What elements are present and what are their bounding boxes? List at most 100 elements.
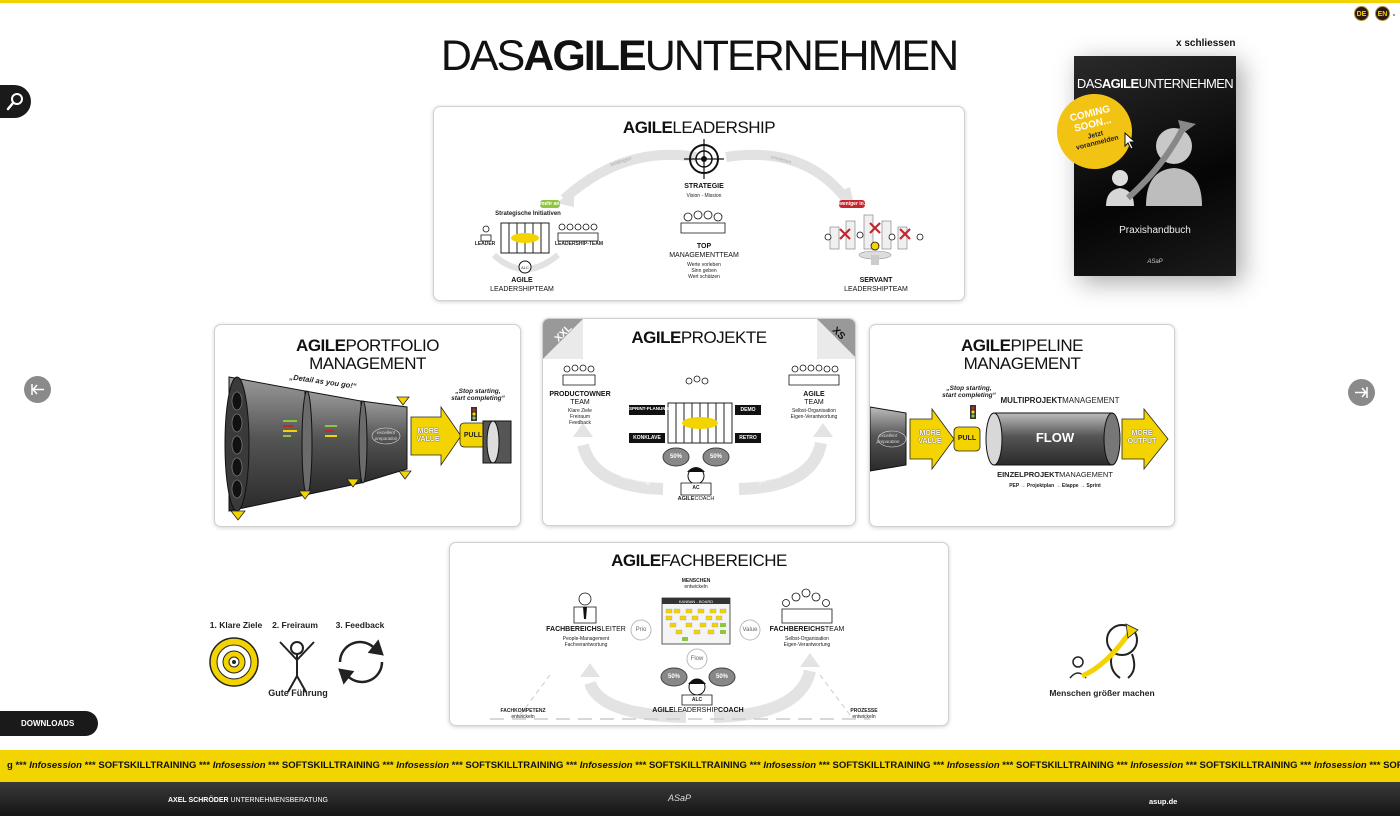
pipeline-flow-label: FLOW bbox=[1035, 430, 1075, 445]
language-en-button[interactable]: EN bbox=[1375, 6, 1390, 21]
book-logo: ASaP bbox=[1147, 259, 1163, 265]
pipeline-graphic bbox=[870, 405, 1169, 472]
ticker-item-softskilltraining: *** SOFTSKILLTRAINING *** bbox=[816, 760, 947, 771]
strategische-initiativen-label: Strategische Initiativen bbox=[495, 211, 561, 217]
card-title-portfolio-2: MANAGEMENT bbox=[309, 354, 426, 373]
pipeline-more-output-1: MORE bbox=[1131, 430, 1153, 437]
weniger-badge: weniger in... bbox=[839, 201, 868, 207]
fachkompetenz-label: FACHKOMPETENZ bbox=[500, 708, 546, 714]
footer-logo: ASaP bbox=[668, 793, 692, 803]
prozesse-label: PROZESSE bbox=[850, 708, 878, 714]
prio-label: Prio bbox=[635, 627, 647, 633]
ticker-item-infosession: Infosession bbox=[763, 760, 817, 771]
panel-gute-fuehrung[interactable]: 1. Klare Ziele 2. Freiraum 3. Feedback G… bbox=[200, 618, 400, 702]
target-icon bbox=[209, 637, 259, 687]
projekte-graphic bbox=[543, 319, 855, 496]
sprint-planung-label: SPRINT-PLANUNG bbox=[629, 406, 670, 411]
leiter-sub-1: People-Management bbox=[562, 636, 610, 642]
demo-label: DEMO bbox=[740, 407, 756, 413]
konklave-label: KONKLAVE bbox=[633, 435, 661, 441]
agile-leadership-coach-label: AGILELEADERSHIPCOACH bbox=[652, 707, 744, 714]
page-title: DASAGILEUNTERNEHMEN bbox=[436, 32, 962, 80]
portfolio-pull-label: PULL bbox=[463, 432, 483, 439]
next-button[interactable] bbox=[1348, 379, 1375, 406]
fach-alc-label: ALC bbox=[691, 697, 703, 703]
productowner-label: PRODUCTOWNER bbox=[549, 391, 611, 398]
pipeline-excellent-label: excellent preparation bbox=[876, 433, 900, 444]
card-agile-leadership[interactable]: AGILELEADERSHIP bbox=[433, 106, 965, 301]
team-sub-2: Eigen-Verantwortung bbox=[783, 642, 831, 648]
portfolio-value-label: VALUE bbox=[416, 436, 440, 443]
language-dot bbox=[1393, 14, 1395, 16]
pipeline-pull-label: PULL bbox=[957, 435, 977, 442]
po-sub-2: Freiraum bbox=[569, 414, 590, 420]
retro-label: RETRO bbox=[739, 435, 757, 441]
card-agile-fachbereiche[interactable]: AGILEFACHBEREICHE MENSCHEN bbox=[449, 542, 949, 726]
ticker-item-softskilltraining: *** SOFTSKILLTRAINING *** bbox=[265, 760, 397, 771]
search-button[interactable] bbox=[0, 85, 31, 118]
value-label: Value bbox=[742, 627, 758, 633]
prev-button[interactable] bbox=[24, 376, 51, 403]
top-sub-3: Wert schätzen bbox=[688, 274, 720, 280]
card-title-fachbereiche: AGILEFACHBEREICHE bbox=[611, 551, 787, 570]
projekte-pct-1: 50% bbox=[669, 454, 682, 460]
feedback-label: 3. Feedback bbox=[335, 620, 385, 630]
ticker-lead: g *** bbox=[7, 760, 30, 771]
arrow-left-bar-icon bbox=[31, 384, 44, 395]
feedback-cycle-icon bbox=[338, 639, 384, 685]
einzelprojekt-label: EINZELPROJEKTMANAGEMENT bbox=[997, 470, 1113, 479]
fach-pct-2: 50% bbox=[715, 674, 728, 680]
strategie-sub: Vision - Mission bbox=[686, 193, 722, 199]
book-title: DASAGILEUNTERNEHMEN bbox=[1076, 76, 1234, 91]
leiter-sub-2: Fachverantwortung bbox=[564, 642, 608, 648]
gute-fuehrung-caption: Gute Führung bbox=[268, 688, 328, 698]
fachbereichsleiter-label: FACHBEREICHSLEITER bbox=[546, 626, 626, 633]
po-sub-1: Klare Ziele bbox=[568, 408, 592, 414]
ticker-item-softskilltraining: *** SOFTSKILLTRAINING *** bbox=[632, 760, 764, 771]
ticker-item-softskilltraining: *** SOFTSKILLTRAINING *** bbox=[999, 760, 1131, 771]
portfolio-quote-stop-1: „Stop starting, bbox=[455, 388, 501, 395]
ticker-item-softskilltraining: *** SOFTSKILLTRAINING *** bbox=[1183, 760, 1314, 771]
team-sub-1: Selbst-Organisation bbox=[785, 636, 829, 642]
ac-label: AC bbox=[692, 485, 700, 491]
ticker-item-infosession: Infosession bbox=[29, 760, 82, 771]
panel-menschen-groesser[interactable]: Menschen größer machen bbox=[1042, 618, 1162, 702]
flow-label: Flow bbox=[690, 656, 704, 662]
ticker-item-infosession: Infosession bbox=[396, 760, 450, 771]
language-de-button[interactable]: DE bbox=[1354, 6, 1369, 21]
prozesse-sub: entwickeln bbox=[852, 714, 876, 720]
fachbereichsteam-label: FACHBEREICHSTEAM bbox=[769, 626, 845, 633]
fachkompetenz-sub: entwickeln bbox=[511, 714, 535, 720]
top-sub-1: Werte vorleben bbox=[687, 262, 721, 268]
card-agile-pipeline-management[interactable]: AGILEPIPELINE MANAGEMENT „Stop starting,… bbox=[869, 324, 1175, 527]
news-ticker[interactable]: g *** Infosession *** SOFTSKILLTRAINING … bbox=[0, 750, 1400, 782]
strategie-label: STRATEGIE bbox=[684, 183, 724, 190]
ticker-item-infosession: Infosession bbox=[212, 760, 266, 771]
card-title-pipeline-2: MANAGEMENT bbox=[963, 354, 1081, 373]
mehr-badge: mehr an... bbox=[540, 201, 564, 207]
cursor-pointer-icon bbox=[1124, 132, 1137, 150]
book-figure-icon bbox=[1106, 120, 1202, 206]
search-icon bbox=[6, 93, 23, 111]
ticker-item-infosession: Infosession bbox=[1130, 760, 1184, 771]
card-agile-projekte[interactable]: AGILEPROJEKTE XXL XS PRODUCTOWNER TEAM bbox=[542, 318, 856, 526]
portfolio-funnel-graphic bbox=[224, 376, 512, 521]
close-promo-button[interactable]: x schliessen bbox=[1176, 38, 1236, 49]
card-agile-portfolio-management[interactable]: AGILEPORTFOLIO MANAGEMENT bbox=[214, 324, 521, 527]
menschen-sub: entwickeln bbox=[684, 584, 708, 590]
ticker-item-infosession: Infosession bbox=[1313, 760, 1367, 771]
servant-leadershipteam-sub: LEADERSHIPTEAM bbox=[844, 286, 908, 293]
footer: AXEL SCHRÖDER UNTERNEHMENSBERATUNG ASaP … bbox=[0, 782, 1400, 816]
leader-label: LEADER bbox=[474, 241, 496, 247]
card-title-leadership: AGILELEADERSHIP bbox=[622, 118, 776, 137]
projekte-agile-sub-1: Selbst-Organisation bbox=[792, 408, 836, 414]
arrow-right-bar-icon bbox=[1355, 387, 1368, 398]
menschen-groesser-icon bbox=[1069, 623, 1139, 679]
footer-website-link[interactable]: asup.de bbox=[1149, 797, 1178, 806]
alc-label: ALC bbox=[521, 265, 529, 270]
pipeline-more-label: MORE bbox=[919, 430, 941, 437]
downloads-button[interactable]: DOWNLOADS bbox=[0, 711, 98, 736]
ticker-item-infosession: Infosession bbox=[579, 760, 633, 771]
ticker-item-softskilltraining: *** SOFTSKILLTRAINING *** bbox=[449, 760, 580, 771]
leadership-team-label: LEADERSHIP-TEAM bbox=[554, 241, 604, 247]
